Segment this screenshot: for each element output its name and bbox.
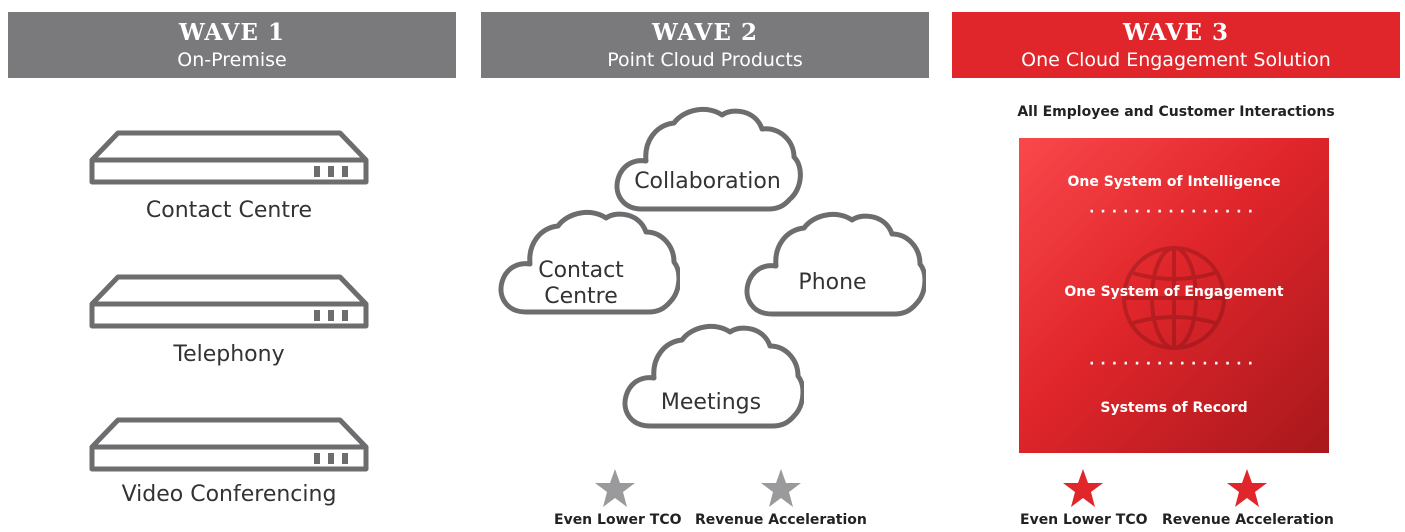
star-icon <box>1063 469 1103 507</box>
wave-3-subtitle: One Cloud Engagement Solution <box>1021 49 1331 71</box>
cloud-label-contact-line1: Contact <box>538 258 624 283</box>
cloud-label-phone: Phone <box>798 270 867 295</box>
layer-intelligence: One System of Intelligence <box>1067 174 1281 190</box>
benefit-revenue-acceleration: Revenue Acceleration <box>1162 512 1334 528</box>
wave-1-subtitle: On-Premise <box>177 49 287 71</box>
cloud-label-collaboration: Collaboration <box>634 169 781 194</box>
server-device-icon <box>89 130 369 185</box>
wave-3-caption: All Employee and Customer Interactions <box>1017 104 1335 120</box>
cloud-icon <box>614 106 803 212</box>
cloud-icon <box>622 323 804 429</box>
device-label-telephony: Telephony <box>173 342 285 367</box>
wave-1-header: WAVE 1 On-Premise <box>8 12 456 78</box>
wave-1-title: WAVE 1 <box>179 19 285 46</box>
wave-3-header: WAVE 3 One Cloud Engagement Solution <box>952 12 1400 78</box>
dotted-divider: ··············· <box>1089 356 1259 372</box>
dotted-divider: ··············· <box>1089 204 1259 220</box>
star-icon <box>595 469 635 507</box>
benefit-lower-tco: Even Lower TCO <box>554 512 682 528</box>
layer-engagement: One System of Engagement <box>1064 284 1284 300</box>
cloud-label-meetings: Meetings <box>660 390 762 415</box>
device-label-contact-centre: Contact Centre <box>145 198 313 223</box>
server-device-icon <box>89 417 369 472</box>
engagement-stack: One System of Intelligence ·············… <box>1019 138 1329 453</box>
globe-icon <box>1122 246 1226 350</box>
star-icon <box>761 469 801 507</box>
device-label-video-conferencing: Video Conferencing <box>121 482 337 507</box>
benefit-revenue-acceleration: Revenue Acceleration <box>695 512 867 528</box>
server-device-icon <box>89 274 369 329</box>
cloud-icon <box>744 211 926 317</box>
wave-2-header: WAVE 2 Point Cloud Products <box>481 12 929 78</box>
cloud-label-contact-line2: Centre <box>544 284 618 309</box>
wave-3-title: WAVE 3 <box>1123 19 1229 46</box>
layer-records: Systems of Record <box>1100 400 1248 416</box>
benefit-lower-tco: Even Lower TCO <box>1020 512 1148 528</box>
wave-2-title: WAVE 2 <box>652 19 758 46</box>
wave-2-subtitle: Point Cloud Products <box>607 49 803 71</box>
cloud-icon <box>498 209 680 315</box>
star-icon <box>1227 469 1267 507</box>
